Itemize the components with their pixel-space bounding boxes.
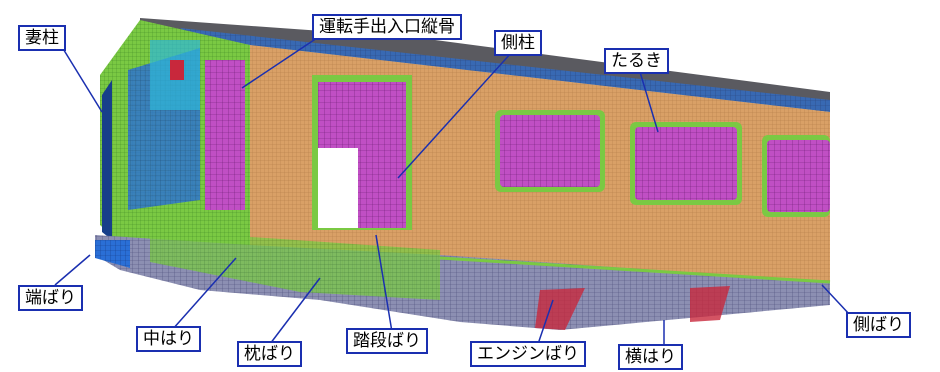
window-2-inner (635, 127, 737, 200)
label-driver-door-post: 運転手出入口縦骨 (312, 14, 462, 40)
label-cross-beam: 横はり (618, 344, 683, 370)
leader-driver-door-post (241, 35, 321, 89)
leader-side-post (397, 51, 513, 179)
leader-end-beam (54, 254, 91, 286)
leader-engine-beam (537, 299, 554, 345)
leader-side-sill (821, 284, 851, 316)
label-end-post: 妻柱 (18, 25, 66, 51)
window-1-inner (500, 115, 600, 187)
leader-bolster-beam (269, 277, 321, 345)
label-roof-rafter: たるき (604, 48, 669, 74)
label-engine-beam: エンジンばり (470, 341, 586, 367)
label-side-sill: 側ばり (846, 312, 911, 338)
front-end-red-part (170, 60, 184, 80)
leader-step-beam (375, 234, 393, 333)
leader-roof-rafter (639, 71, 659, 133)
label-end-beam: 端ばり (18, 285, 83, 311)
window-3-inner (767, 140, 830, 212)
side-door-opening (318, 148, 358, 228)
label-center-sill: 中はり (136, 326, 201, 352)
label-side-post: 側柱 (494, 30, 542, 56)
end-post-structure (102, 80, 112, 240)
leader-end-post (61, 46, 103, 113)
underframe-red-part (690, 286, 730, 322)
roof-mesh (180, 28, 830, 112)
underframe-blue-end (95, 240, 130, 268)
engine-beam-red (535, 288, 585, 330)
underframe-green-members (150, 230, 440, 300)
driver-door-frame (205, 60, 245, 210)
label-step-beam: 踏段ばり (346, 328, 428, 354)
label-bolster-beam: 枕ばり (237, 341, 302, 367)
leader-center-sill (171, 257, 237, 331)
side-sill-edge (439, 256, 831, 284)
leader-lines (54, 35, 851, 346)
